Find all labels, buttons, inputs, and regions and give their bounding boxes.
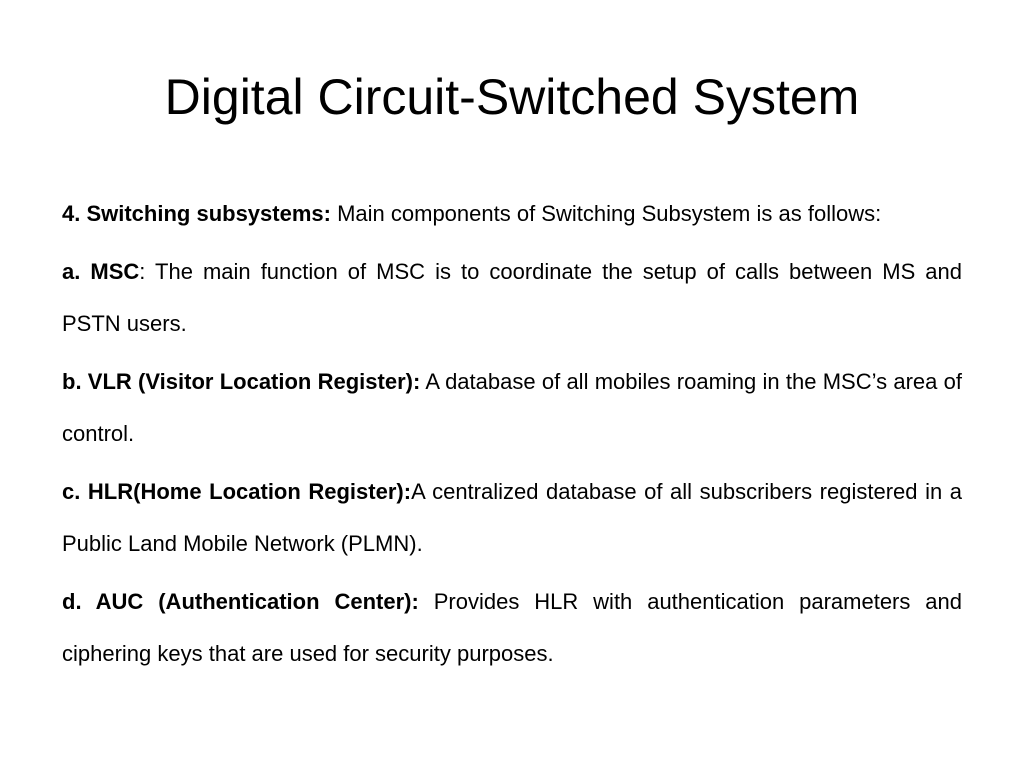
paragraph-text: : The main function of MSC is to coordin… [62,259,962,336]
paragraph-switching-subsystems: 4. Switching subsystems: Main components… [62,188,962,240]
paragraph-text: A centralized database of all subscriber… [62,479,962,556]
paragraph-msc: a. MSC: The main function of MSC is to c… [62,246,962,350]
paragraph-heading: b. VLR (Visitor Location Register): [62,369,421,394]
slide-body: 4. Switching subsystems: Main components… [62,188,962,686]
paragraph-heading: d. AUC (Authentication Center): [62,589,419,614]
slide-title: Digital Circuit-Switched System [164,69,860,125]
paragraph-heading: c. HLR(Home Location Register): [62,479,412,504]
paragraph-text: Main components of Switching Subsystem i… [330,201,882,226]
paragraph-hlr: c. HLR(Home Location Register):A central… [62,466,962,570]
paragraph-vlr: b. VLR (Visitor Location Register): A da… [62,356,962,460]
paragraph-heading: a. MSC [62,259,140,284]
paragraph-heading: 4. Switching subsystems: [62,201,331,226]
paragraph-text: Provides HLR with authentication paramet… [62,589,963,666]
paragraph-auc: d. AUC (Authentication Center): Provides… [62,576,962,680]
paragraph-text: A database of all mobiles roaming in the… [62,369,962,446]
